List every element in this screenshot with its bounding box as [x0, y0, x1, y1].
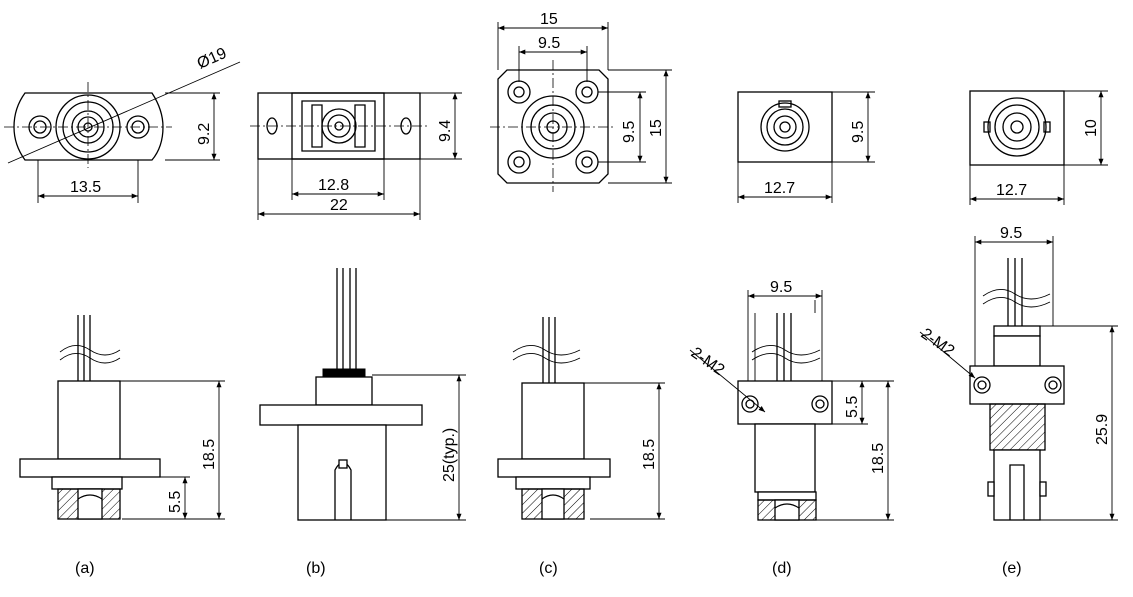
dim-e-height: 10 [1083, 119, 1100, 137]
dim-a-side-flange: 5.5 [167, 491, 184, 513]
dim-e-screw: 2-M2 [918, 325, 958, 360]
dim-d-height: 9.5 [850, 121, 867, 143]
view-a-top: Ø19 9.2 13.5 [4, 45, 241, 203]
dim-d-side-height: 18.5 [870, 443, 887, 474]
dim-c-height: 15 [648, 119, 665, 137]
dim-b-side-height: 25(typ.) [441, 428, 458, 482]
dim-a-height: 9.2 [196, 123, 213, 145]
view-c-top: 15 9.5 9.5 15 [490, 11, 672, 192]
dim-c-side-height: 18.5 [641, 439, 658, 470]
dim-b-inner-width: 12.8 [318, 177, 349, 194]
dim-d-side-block: 5.5 [844, 396, 861, 418]
dim-a-width: 13.5 [70, 179, 101, 196]
dim-c-hole-pitch-v: 9.5 [621, 121, 638, 143]
dim-b-height: 9.4 [437, 120, 454, 142]
dim-e-width: 12.7 [996, 182, 1027, 199]
label-c: (c) [539, 560, 558, 577]
dim-d-screw: 2-M2 [688, 344, 728, 379]
label-e: (e) [1002, 560, 1022, 577]
dim-a-side-height: 18.5 [201, 439, 218, 470]
dim-d-side-width: 9.5 [770, 279, 792, 296]
view-c-side: 18.5 (c) [497, 317, 665, 577]
view-b-side: 25(typ.) (b) [259, 268, 466, 577]
label-d: (d) [772, 560, 792, 577]
dim-d-width: 12.7 [764, 180, 795, 197]
dim-c-hole-pitch: 9.5 [538, 35, 560, 52]
view-e-side: 2-M2 9.5 25.9 (e) [918, 225, 1118, 577]
dim-e-side-height: 25.9 [1094, 414, 1111, 445]
dim-b-width: 22 [330, 197, 348, 214]
dim-c-outer-width: 15 [540, 11, 558, 28]
label-a: (a) [75, 560, 95, 577]
label-b: (b) [306, 560, 326, 577]
view-b-top: 9.4 12.8 22 [250, 92, 462, 220]
view-d-side: 2-M2 9.5 5.5 18.5 (d) [688, 279, 894, 577]
view-a-side: 18.5 5.5 (a) [19, 315, 225, 577]
view-d-top: 9.5 12.7 [737, 91, 875, 203]
view-e-top: 10 12.7 [969, 90, 1108, 205]
dim-e-side-width: 9.5 [1000, 225, 1022, 242]
